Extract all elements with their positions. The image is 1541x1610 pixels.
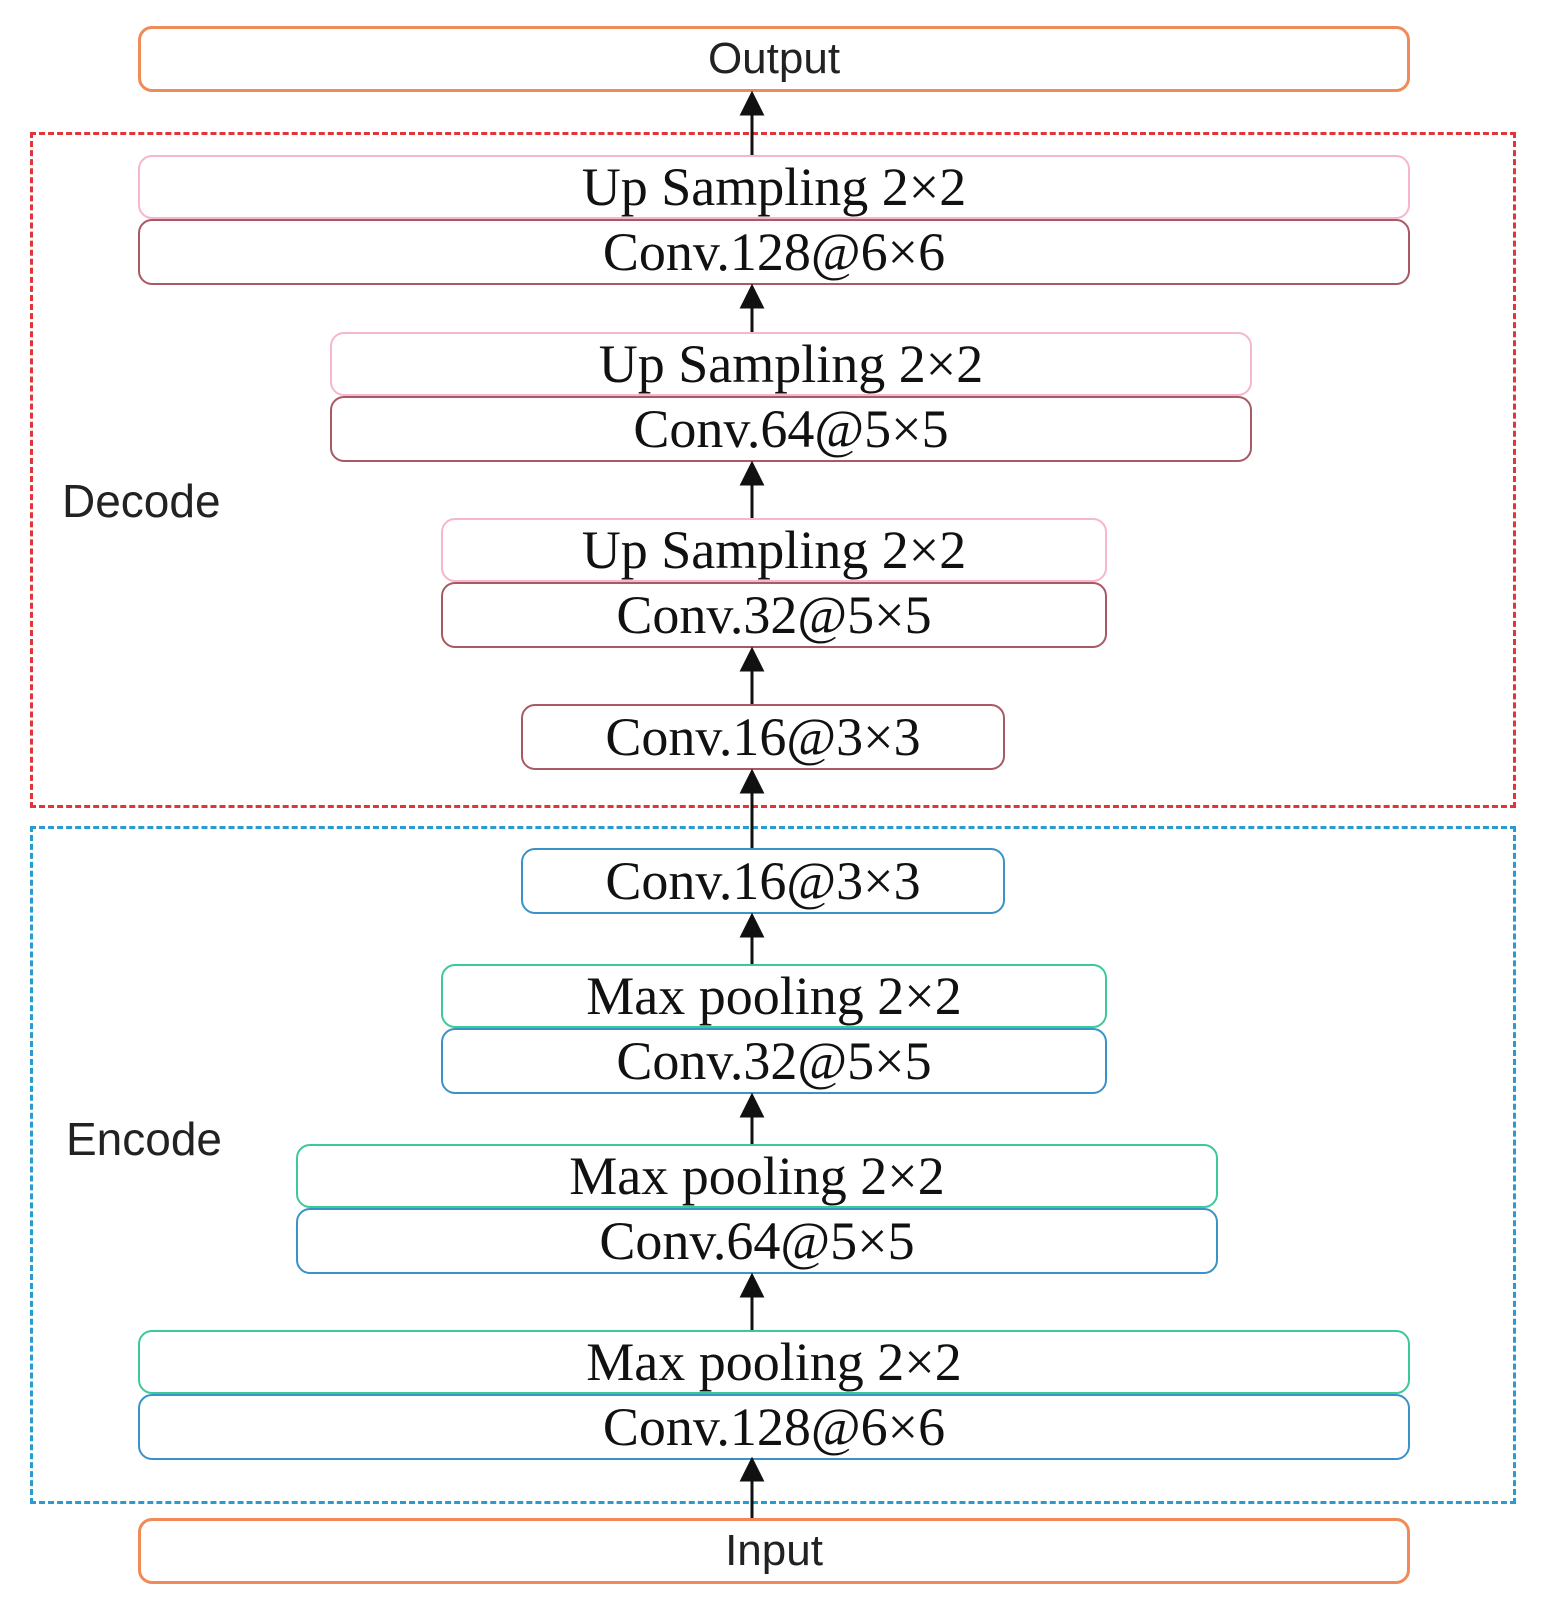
input-box: Input [138,1518,1410,1584]
decode-conv-layer-3: Conv.32@5×5 [441,582,1107,648]
decode-upsample-layer-3: Up Sampling 2×2 [441,518,1107,582]
encode-conv-layer-4: Conv.128@6×6 [138,1394,1410,1460]
encode-pool-layer-4: Max pooling 2×2 [138,1330,1410,1394]
arrowhead-to-output [739,90,765,116]
encode-section-box [30,826,1516,1504]
decode-conv-layer-4: Conv.16@3×3 [521,704,1005,770]
decode-upsample-layer-2: Up Sampling 2×2 [330,332,1252,396]
encode-conv-layer-2: Conv.32@5×5 [441,1028,1107,1094]
decode-conv-layer-1: Conv.128@6×6 [138,219,1410,285]
encode-pool-layer-2: Max pooling 2×2 [441,964,1107,1028]
decode-conv-layer-2: Conv.64@5×5 [330,396,1252,462]
encode-pool-layer-3: Max pooling 2×2 [296,1144,1218,1208]
encode-label: Encode [66,1113,223,1165]
encode-conv-layer-1: Conv.16@3×3 [521,848,1005,914]
decode-upsample-layer-1: Up Sampling 2×2 [138,155,1410,219]
output-box: Output [138,26,1410,92]
decode-section-box [30,132,1516,808]
encode-conv-layer-3: Conv.64@5×5 [296,1208,1218,1274]
decode-label: Decode [62,475,221,527]
